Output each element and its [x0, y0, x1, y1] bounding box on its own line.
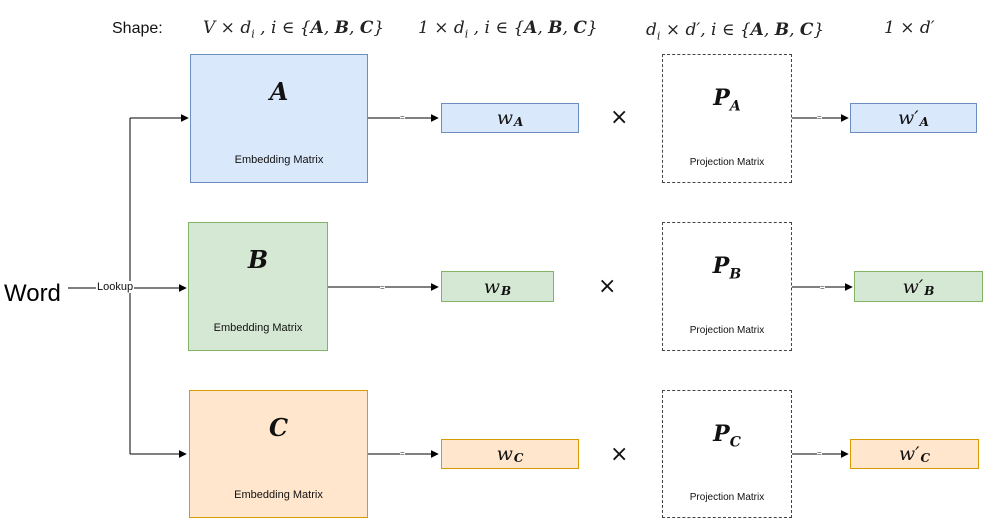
output-vector-b: w′B — [854, 271, 983, 302]
matrix-b-caption: Embedding Matrix — [213, 322, 303, 334]
projection-c-caption: Projection Matrix — [689, 492, 765, 503]
output-vector-c: w′C — [850, 439, 979, 469]
shape-label: Shape: — [112, 20, 163, 37]
word-label: Word — [4, 280, 61, 307]
projection-a-letter: PA — [713, 85, 741, 115]
edge-label-c: = — [400, 449, 405, 458]
edge-label-pb: = — [820, 283, 825, 292]
times-operator-b: × — [598, 274, 617, 299]
embedding-matrix-c: C Embedding Matrix — [189, 390, 368, 518]
header-projection-shape: di × d′, i ∈ {A, B, C} — [646, 20, 825, 43]
projection-matrix-b: PB Projection Matrix — [662, 222, 792, 351]
matrix-c-letter: C — [268, 413, 289, 442]
projection-c-letter: PC — [713, 421, 741, 451]
projection-matrix-a: PA Projection Matrix — [662, 54, 792, 183]
edge-label-b: = — [380, 283, 385, 292]
matrix-c-caption: Embedding Matrix — [234, 489, 323, 501]
header-output-shape: 1 × d′ — [884, 18, 935, 38]
projection-a-caption: Projection Matrix — [689, 157, 765, 168]
edge-label-pa: = — [817, 113, 822, 122]
matrix-b-letter: B — [247, 245, 269, 274]
header-vector-shape: 1 × di , i ∈ {A, B, C} — [418, 18, 598, 41]
projection-matrix-c: PC Projection Matrix — [662, 390, 792, 518]
projection-b-caption: Projection Matrix — [689, 325, 765, 336]
edge-label-pc: = — [817, 449, 822, 458]
times-operator-a: × — [610, 105, 629, 130]
embedding-matrix-a: A Embedding Matrix — [190, 54, 368, 183]
output-vector-a: w′A — [850, 103, 977, 133]
embedding-matrix-b: B Embedding Matrix — [188, 222, 328, 351]
projection-b-letter: PB — [712, 253, 742, 283]
matrix-a-letter: A — [269, 77, 289, 106]
edge-label-a: = — [400, 113, 405, 122]
header-embedding-shape: V × di , i ∈ {A, B, C} — [203, 18, 385, 41]
times-operator-c: × — [610, 442, 629, 467]
matrix-a-caption: Embedding Matrix — [234, 154, 324, 166]
lookup-label: Lookup — [96, 281, 135, 293]
